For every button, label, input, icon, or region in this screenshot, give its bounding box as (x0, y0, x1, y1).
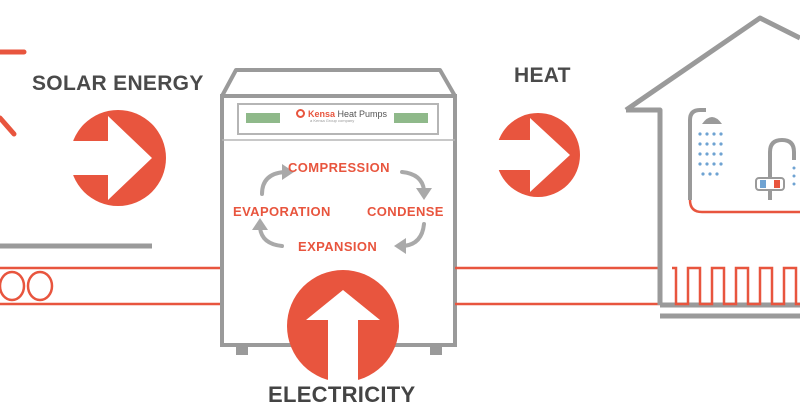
brand-logo-icon (296, 109, 305, 118)
display-panel-right (394, 113, 428, 123)
compression-label: COMPRESSION (288, 160, 390, 175)
sun-icon (0, 49, 27, 137)
condense-label: CONDENSE (367, 204, 444, 219)
tap-icon (755, 137, 796, 200)
electricity-arrow-icon (287, 270, 399, 384)
brand-name-part1: Kensa (308, 109, 336, 119)
display-panel-left (246, 113, 280, 123)
unit-foot-left (236, 345, 248, 355)
electricity-label: ELECTRICITY (268, 382, 416, 407)
refrigerant-cycle-arrows (252, 164, 432, 254)
solar-energy-label: SOLAR ENERGY (32, 72, 204, 95)
brand-name-part2: Heat Pumps (335, 109, 388, 119)
brand-tagline: a Kensa Group company (310, 118, 355, 123)
solar-energy-arrow-icon (70, 110, 166, 206)
underfloor-heating-icon (672, 266, 800, 306)
unit-foot-right (430, 345, 442, 355)
expansion-label: EXPANSION (298, 239, 378, 254)
ground-loop-pipe (0, 266, 225, 306)
heat-arrow-icon (496, 113, 580, 197)
shower-icon (688, 108, 800, 214)
brand-logo: Kensa Heat Pumps a Kensa Group company (296, 109, 388, 125)
heat-label: HEAT (514, 64, 571, 87)
evaporation-label: EVAPORATION (233, 204, 331, 219)
heating-circuit-pipe (455, 266, 660, 306)
